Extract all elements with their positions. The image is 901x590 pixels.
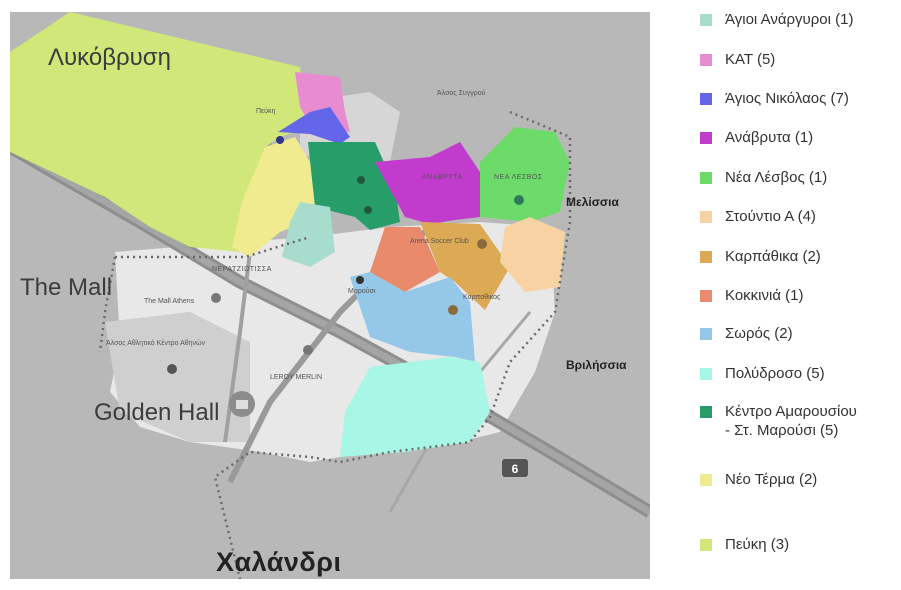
location-pin-icon[interactable] [357, 176, 365, 184]
legend-item[interactable]: Πεύκη (3) [700, 535, 789, 554]
legend-item[interactable]: Άγιος Νικόλαος (7) [700, 89, 849, 108]
legend-swatch [700, 54, 712, 66]
legend-item[interactable]: Στούντιο Α (4) [700, 207, 816, 226]
west-district-area [105, 312, 250, 442]
legend-label: Στούντιο Α (4) [725, 208, 816, 225]
municipality-boundary [98, 110, 572, 580]
legend-label: Πολύδροσο (5) [725, 365, 825, 382]
location-pin-icon[interactable] [448, 305, 458, 315]
place-label-karpathikos: Καρπαθικος [463, 294, 501, 301]
legend-item[interactable]: Σωρός (2) [700, 324, 793, 343]
legend-item[interactable]: Καρπάθικα (2) [700, 247, 821, 266]
place-label-vrilissia: Βριλήσσια [566, 358, 627, 372]
place-label-leroy-merlin: LEROY MERLIN [270, 374, 322, 381]
legend-label: Σωρός (2) [725, 325, 793, 342]
legend-label: Άγιος Νικόλαος (7) [725, 90, 849, 107]
legend-swatch [700, 328, 712, 340]
legend-swatch [700, 172, 712, 184]
place-label-athletic-center: Άλσος Αθλητικό Κέντρο Αθηνών [106, 340, 206, 347]
legend-item[interactable]: ΚΑΤ (5) [700, 50, 775, 69]
legend-label: Ανάβρυτα (1) [725, 129, 814, 146]
district-map[interactable]: 6 Λυκόβρυση The Mall Golden Hall Χαλάνδρ… [6, 12, 654, 580]
district-kokkinia[interactable] [370, 227, 440, 292]
place-label-the-mall: The Mall [20, 274, 113, 301]
legend-swatch [700, 474, 712, 486]
place-label-arena: Arena Soccer Club [410, 238, 469, 245]
legend-item[interactable]: Ανάβρυτα (1) [700, 128, 813, 147]
district-soros[interactable] [350, 272, 475, 362]
legend-label: Άγιοι Ανάργυροι (1) [725, 11, 854, 28]
legend-swatch [700, 406, 712, 418]
place-label-golden-hall: Golden Hall [94, 399, 220, 426]
legend-swatch [700, 368, 712, 380]
legend-label: Πεύκη (3) [725, 536, 790, 553]
place-label-mall-athens: The Mall Athens [144, 298, 195, 305]
location-pin-icon[interactable] [364, 206, 372, 214]
legend-item[interactable]: Νέο Τέρμα (2) [700, 470, 817, 489]
place-label-alsos: Άλσος Συγγρού [437, 90, 486, 97]
legend-label: Κοκκινιά (1) [725, 287, 804, 304]
legend-item[interactable]: Κέντρο Αμαρουσίου - Στ. Μαρούσι (5) [700, 402, 857, 440]
district-peuki[interactable] [10, 12, 310, 252]
district-agioi-anargyroi[interactable] [282, 202, 335, 267]
place-label-lykovrysi: Λυκόβρυση [48, 44, 171, 71]
place-label-neratziotissa: ΝΕΡΑΤΖΙΩΤΙΣΣΑ [212, 266, 272, 273]
district-polydroso[interactable] [340, 357, 490, 457]
place-label-anavryta: ΑΝΑΒΡΥΤΑ [422, 174, 463, 181]
legend-swatch [700, 290, 712, 302]
legend-item[interactable]: Πολύδροσο (5) [700, 364, 825, 383]
legend-label: Κέντρο Αμαρουσίου - Στ. Μαρούσι (5) [725, 403, 857, 439]
district-anavryta[interactable] [375, 142, 480, 224]
legend-item[interactable]: Νέα Λέσβος (1) [700, 168, 827, 187]
legend-label: ΚΑΤ (5) [725, 51, 776, 68]
legend-swatch [700, 211, 712, 223]
legend-label: Νέο Τέρμα (2) [725, 471, 818, 488]
highway-shield-label: 6 [512, 462, 519, 476]
metro-icon[interactable] [276, 136, 284, 144]
highway-shield-icon [502, 459, 528, 477]
shopping-bag-icon-body [236, 400, 248, 409]
legend-swatch [700, 132, 712, 144]
legend-label: Καρπάθικα (2) [725, 248, 821, 265]
legend-label: Νέα Λέσβος (1) [725, 169, 828, 186]
district-nea-lesvos[interactable] [480, 127, 570, 222]
place-label-nea-lesvos: ΝΕΑ ΛΕΣΒΟΣ [494, 174, 543, 181]
legend-swatch [700, 539, 712, 551]
map-canvas: 6 [6, 12, 654, 580]
place-label-peuki: Πεύκη [256, 108, 276, 115]
district-neo-terma[interactable] [232, 137, 320, 257]
location-pin-icon[interactable] [211, 293, 221, 303]
district-agios-nikolaos[interactable] [278, 107, 350, 144]
place-label-maroussi-station: Μαρούσι [348, 288, 376, 295]
district-stoudio-a[interactable] [500, 217, 565, 292]
legend-item[interactable]: Κοκκινιά (1) [700, 286, 804, 305]
district-karpathika[interactable] [420, 222, 510, 310]
highway-road-inner [8, 143, 652, 516]
location-pin-icon[interactable] [514, 195, 524, 205]
legend-swatch [700, 14, 712, 26]
legend-item[interactable]: Άγιοι Ανάργυροι (1) [700, 10, 853, 29]
location-pin-icon[interactable] [303, 345, 313, 355]
location-pin-icon[interactable] [167, 364, 177, 374]
location-pin-icon[interactable] [477, 239, 487, 249]
legend-swatch [700, 93, 712, 105]
legend-swatch [700, 251, 712, 263]
place-label-chalandri: Χαλάνδρι [216, 547, 342, 577]
metro-icon[interactable] [356, 276, 364, 284]
place-label-melissia: Μελίσσια [566, 195, 619, 209]
